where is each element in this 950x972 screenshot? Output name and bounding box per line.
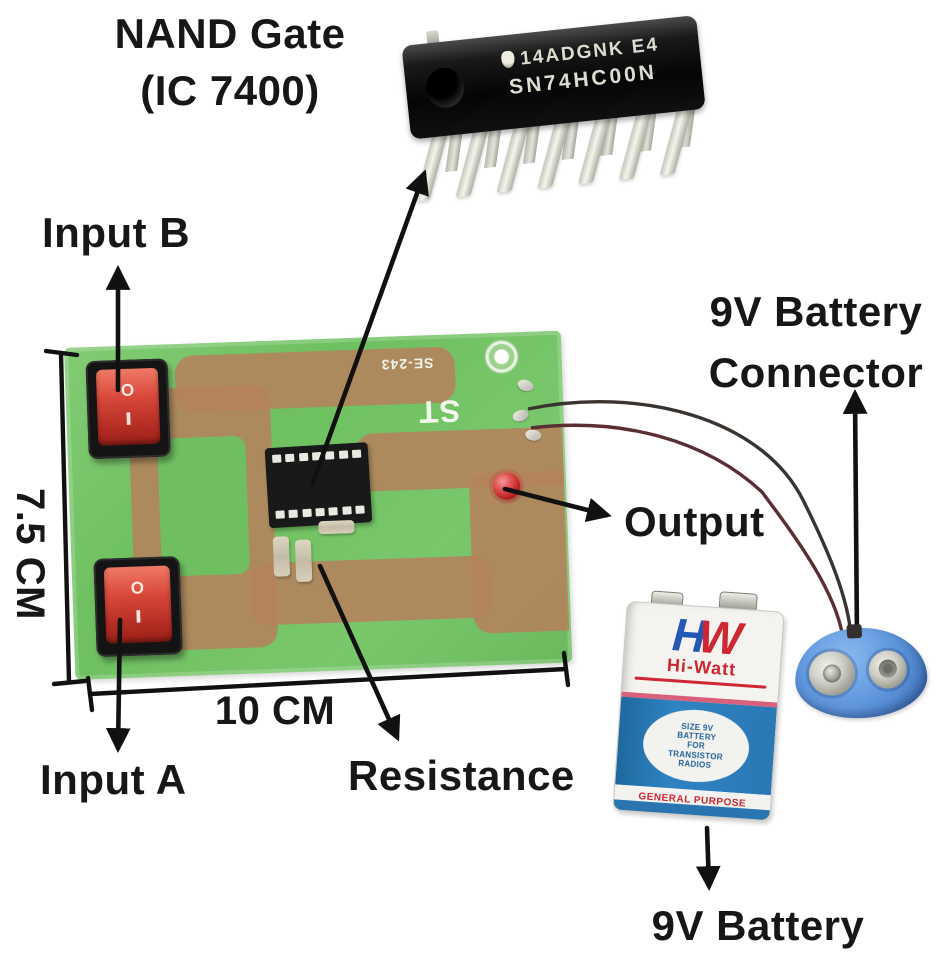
- label-output: Output: [624, 498, 765, 545]
- label-battery-connector-line1: 9V Battery: [709, 288, 923, 335]
- switch-a-off-mark: O: [130, 578, 145, 598]
- rocker-switch-input-b: O I: [85, 358, 171, 460]
- ti-logo-icon: [500, 50, 516, 69]
- rocker-switch-input-a: O I: [93, 556, 183, 658]
- chip-markings: 14ADGNK E4 SN74HC00N: [465, 28, 699, 106]
- battery-connector-photo: [792, 623, 930, 722]
- switch-b-off-mark: O: [120, 380, 135, 401]
- label-nand-gate-line1: NAND Gate: [114, 10, 346, 57]
- label-input-b: Input B: [42, 209, 191, 256]
- switch-b-rocker: O I: [95, 367, 161, 446]
- solder-joint-1: [516, 377, 535, 394]
- pcb-silkscreen-logo: ST: [417, 393, 461, 430]
- connector-snap-right-hole: [878, 659, 898, 679]
- battery-blue-section: SIZE 9V BATTERY FOR TRANSISTOR RADIOS: [615, 696, 777, 796]
- resistor-3: [318, 519, 355, 535]
- switch-a-rocker: O I: [103, 565, 173, 644]
- label-battery: 9V Battery: [651, 902, 865, 949]
- label-resistance: Resistance: [348, 752, 575, 799]
- label-input-a: Input A: [40, 756, 187, 803]
- label-battery-connector-line2: Connector: [708, 348, 924, 396]
- battery-oval-label: SIZE 9V BATTERY FOR TRANSISTOR RADIOS: [640, 706, 752, 786]
- switch-b-on-mark: I: [124, 408, 133, 429]
- socket-pads-bottom: [275, 505, 365, 519]
- label-dim-width: 10 CM: [214, 689, 336, 733]
- socket-pads-top: [272, 449, 362, 463]
- battery-photo: HW Hi-Watt SIZE 9V BATTERY FOR TRANSISTO…: [612, 585, 785, 823]
- solder-joint-2: [511, 408, 530, 424]
- battery-body: HW Hi-Watt SIZE 9V BATTERY FOR TRANSISTO…: [612, 600, 785, 822]
- arrow-battery: [695, 825, 721, 891]
- chip-pin1-dimple: [424, 65, 467, 110]
- pcb-silkscreen-code: SE-243: [380, 355, 434, 373]
- dim-height-tick-bottom: [51, 678, 88, 687]
- pcb-board: O I O I ST SE-243: [64, 330, 573, 680]
- resistor-2: [294, 539, 313, 583]
- switch-a-on-mark: I: [134, 605, 143, 627]
- label-nand-gate: NAND Gate (IC 7400): [96, 6, 364, 119]
- label-dim-height: 7.5 CM: [8, 488, 52, 620]
- ic-chip-photo: 14ADGNK E4 SN74HC00N: [389, 0, 728, 214]
- arrow-battery-connector: [842, 389, 868, 643]
- connector-wire-notch: [846, 623, 863, 639]
- battery-brand-block: HW Hi-Watt: [622, 602, 784, 703]
- resistor-1: [272, 536, 291, 577]
- connector-snap-left-stud: [822, 664, 842, 683]
- ic-socket: [264, 442, 373, 529]
- mounting-hole: [482, 338, 521, 376]
- label-battery-connector: 9V Battery Connector: [696, 282, 936, 404]
- dim-width-tick-left: [85, 675, 95, 713]
- label-nand-gate-line2: (IC 7400): [140, 66, 320, 114]
